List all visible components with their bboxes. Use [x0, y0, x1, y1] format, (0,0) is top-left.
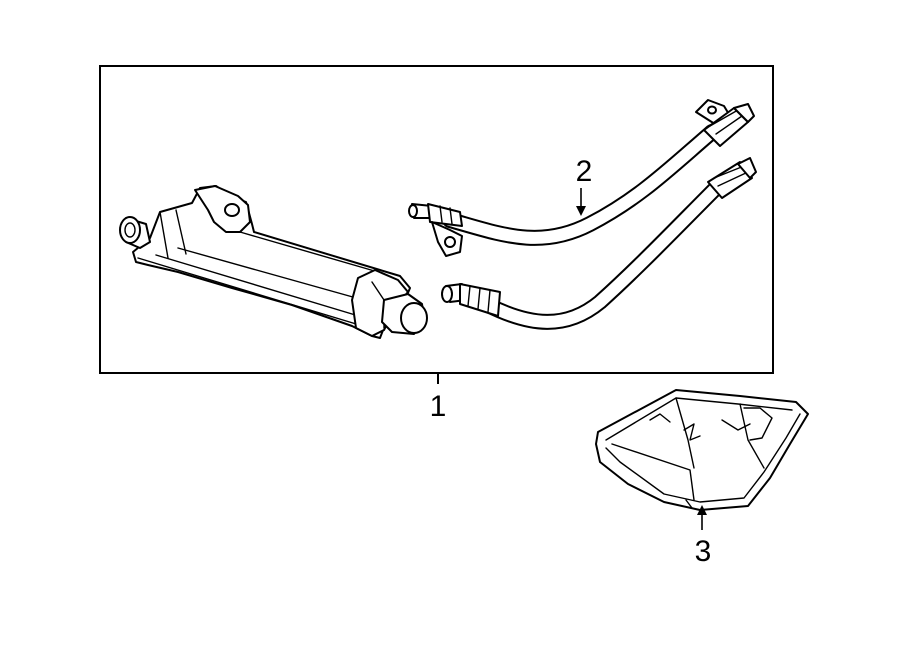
callout-arrow-3: [697, 505, 707, 515]
callout-2-label: 2: [576, 155, 593, 188]
callout-3-label: 3: [695, 535, 712, 568]
assembly-frame: [99, 65, 774, 374]
cooler-lines-icon: [408, 99, 757, 330]
shield-icon: [595, 389, 809, 511]
callout-arrow-2: [576, 206, 586, 216]
oil-cooler-icon: [119, 185, 428, 339]
callout-1-label: 1: [430, 390, 447, 423]
